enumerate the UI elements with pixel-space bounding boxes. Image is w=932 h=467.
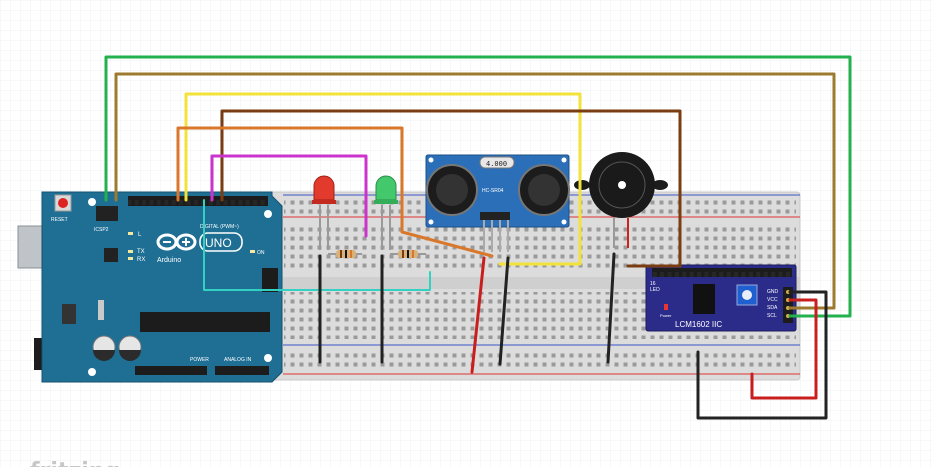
icsp-header <box>96 206 118 221</box>
tx-label: TX <box>137 249 145 255</box>
lcd-left-label-led: LED <box>650 287 660 293</box>
arduino-board <box>41 191 283 383</box>
crystal <box>479 156 515 169</box>
digital-label: DIGITAL (PWM~) <box>200 224 239 230</box>
analog-header <box>215 366 269 375</box>
wire-cyan <box>203 199 431 291</box>
lcd-pin-sda: SDA <box>767 305 778 311</box>
lcd-board <box>645 264 797 332</box>
hc-sr04-sensor: 4.000 HC-SR04 <box>425 154 570 252</box>
lcd-left-label-16: 16 <box>650 281 656 287</box>
power-header <box>135 366 207 375</box>
piezo-buzzer <box>574 152 668 248</box>
i2c-chip <box>693 284 715 314</box>
wire-orange <box>176 126 494 258</box>
brand-label: Arduino <box>157 257 181 264</box>
wire-sensor-vcc <box>470 256 486 374</box>
atmega-chip <box>140 312 270 332</box>
wire-brown <box>220 109 682 268</box>
wire-olive <box>114 72 836 310</box>
wire-magenta <box>210 154 368 238</box>
l-label: L <box>138 232 142 238</box>
lcd-power-label: Power <box>660 313 672 318</box>
lcd-pin-vcc: VCC <box>767 297 778 303</box>
on-label: ON <box>257 250 265 256</box>
arduino-uno: RESET ICSP2 L TX RX Arduino UNO ON DIGIT… <box>17 191 283 383</box>
reset-label: RESET <box>51 217 68 223</box>
power-label: POWER <box>190 357 209 363</box>
arduino-logo-icon <box>156 232 243 252</box>
wire-green <box>104 55 852 318</box>
resistor-2 <box>390 250 426 258</box>
crystal-label: 4.000 <box>486 160 507 168</box>
resistor-1 <box>328 250 362 258</box>
lcd-i2c-module: 16 LED Power LCM1602 IIC GND VCC SDA SCL <box>645 264 797 332</box>
model-label: UNO <box>205 236 232 250</box>
lcd-title: LCM1602 IIC <box>675 320 722 329</box>
analog-label: ANALOG IN <box>224 357 252 363</box>
wire-buzzer-gnd <box>606 252 616 364</box>
lcd-pin-scl: SCL <box>767 313 777 319</box>
sensor-label: HC-SR04 <box>482 188 504 194</box>
red-led <box>312 175 336 250</box>
wire-sensor-gnd <box>498 256 510 366</box>
green-led <box>374 175 398 250</box>
wire-lcd-vcc <box>750 298 818 400</box>
lcd-pin-gnd: GND <box>767 289 779 295</box>
rx-label: RX <box>137 257 145 263</box>
fritzing-logo: fritzing <box>30 459 120 467</box>
icsp-label: ICSP2 <box>94 227 109 233</box>
wire-lcd-gnd <box>696 290 828 420</box>
